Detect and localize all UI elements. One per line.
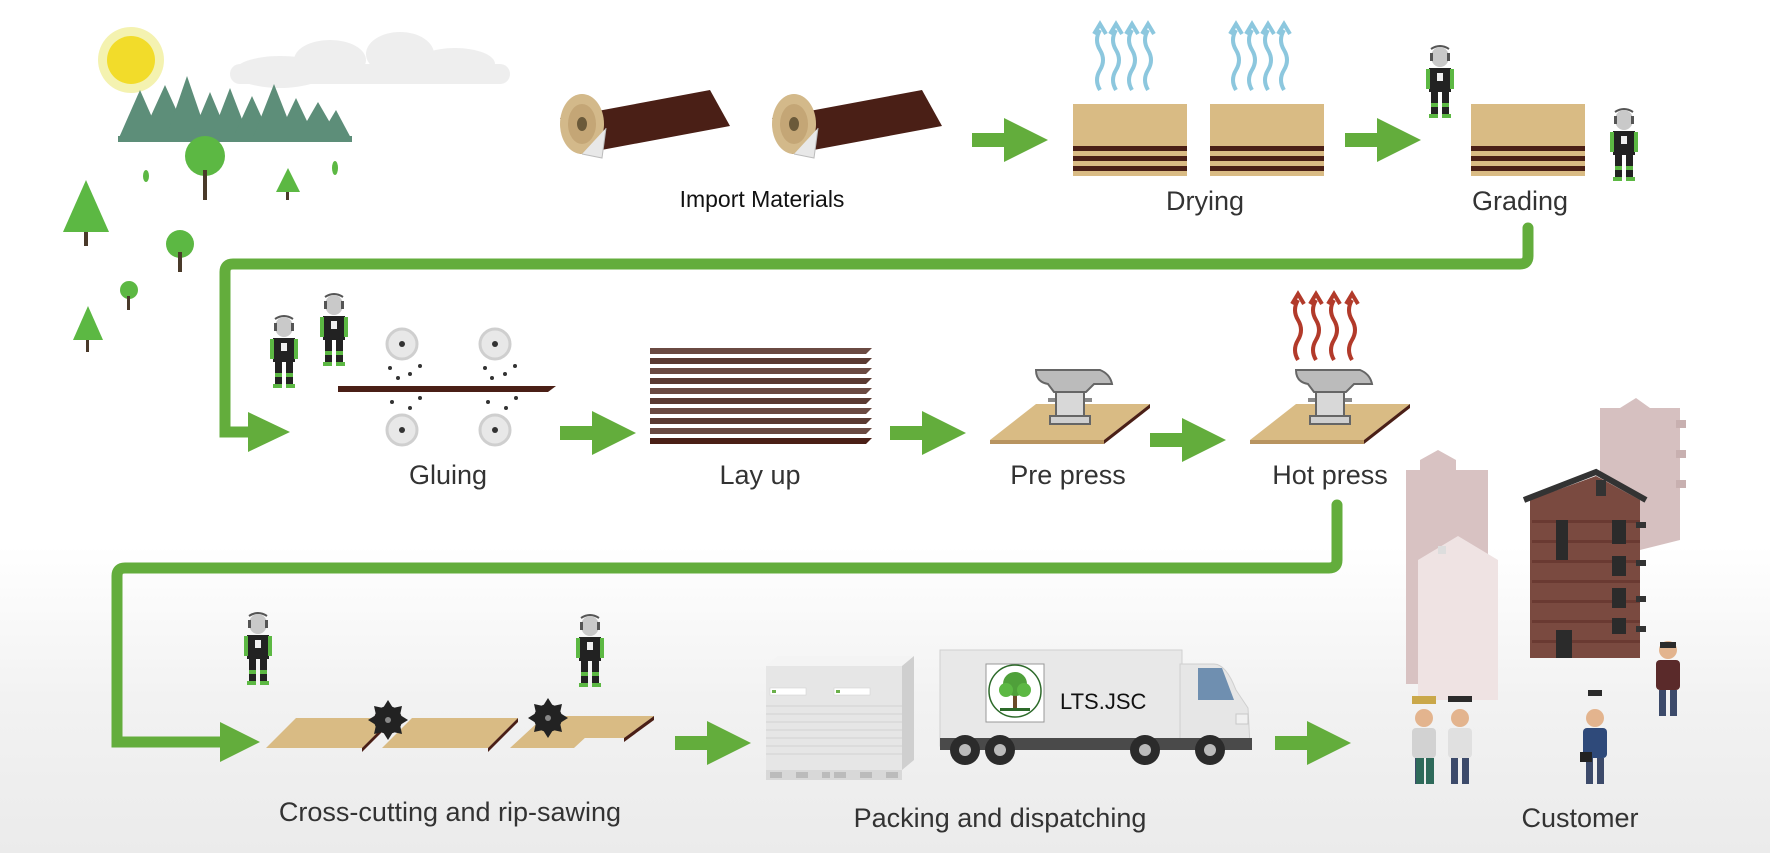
company-logo xyxy=(985,663,1045,723)
heat-icon xyxy=(1290,292,1360,362)
import-materials-step xyxy=(559,89,943,159)
step-label-lay-up: Lay up xyxy=(719,460,801,490)
packing-step xyxy=(765,649,1252,781)
worker-icon xyxy=(1425,45,1455,119)
roller-icon xyxy=(478,327,512,361)
drying-step xyxy=(1073,22,1324,176)
steam-icon xyxy=(1092,22,1292,92)
flow-connectors xyxy=(111,222,1534,748)
step-label-drying: Drying xyxy=(1165,186,1245,216)
pre-press-step xyxy=(990,369,1150,444)
step-label-packing: Packing and dispatching xyxy=(853,803,1147,833)
worker-icon xyxy=(243,612,273,686)
forest-icon xyxy=(118,76,352,142)
lay-up-step xyxy=(650,348,872,444)
veneer-roll-icon xyxy=(771,89,943,159)
step-arrows xyxy=(560,118,1421,765)
gluing-step xyxy=(269,293,556,447)
cloud-icon xyxy=(230,32,510,88)
cutting-step xyxy=(243,612,654,752)
arrow-heads xyxy=(220,412,290,762)
step-label-import-materials: Import Materials xyxy=(679,186,845,212)
tree-icon xyxy=(63,136,338,352)
truck-brand-text: LTS.JSC xyxy=(1060,689,1147,714)
saw-blade-icon xyxy=(528,698,568,738)
hot-press-step xyxy=(1250,292,1410,444)
worker-icon xyxy=(319,293,349,367)
roller-icon xyxy=(478,413,512,447)
step-label-grading: Grading xyxy=(1471,186,1569,216)
roller-icon xyxy=(385,413,419,447)
worker-icon xyxy=(1609,108,1639,182)
truck-icon xyxy=(939,649,1252,765)
veneer-stack-icon xyxy=(1073,104,1187,176)
veneer-layers-icon xyxy=(650,348,872,444)
pallet-icon xyxy=(829,655,915,781)
worker-icon xyxy=(269,315,299,389)
step-label-pre-press: Pre press xyxy=(1010,460,1126,490)
worker-icon xyxy=(575,614,605,688)
customer-step xyxy=(1406,398,1686,784)
saw-blade-icon xyxy=(368,700,408,740)
roller-icon xyxy=(385,327,419,361)
nature-scene xyxy=(63,27,510,352)
step-label-gluing: Gluing xyxy=(408,460,488,490)
cut-boards-icon xyxy=(266,716,654,752)
veneer-roll-icon xyxy=(559,89,731,159)
step-label-cross-cutting: Cross-cutting and rip-sawing xyxy=(278,797,622,827)
veneer-stack-icon xyxy=(1210,104,1324,176)
person-icon xyxy=(1412,641,1680,784)
building-icon xyxy=(1406,398,1686,700)
grading-step xyxy=(1425,45,1639,182)
step-label-customer: Customer xyxy=(1521,803,1639,833)
step-label-hot-press: Hot press xyxy=(1272,460,1388,490)
veneer-stack-icon xyxy=(1471,104,1585,176)
